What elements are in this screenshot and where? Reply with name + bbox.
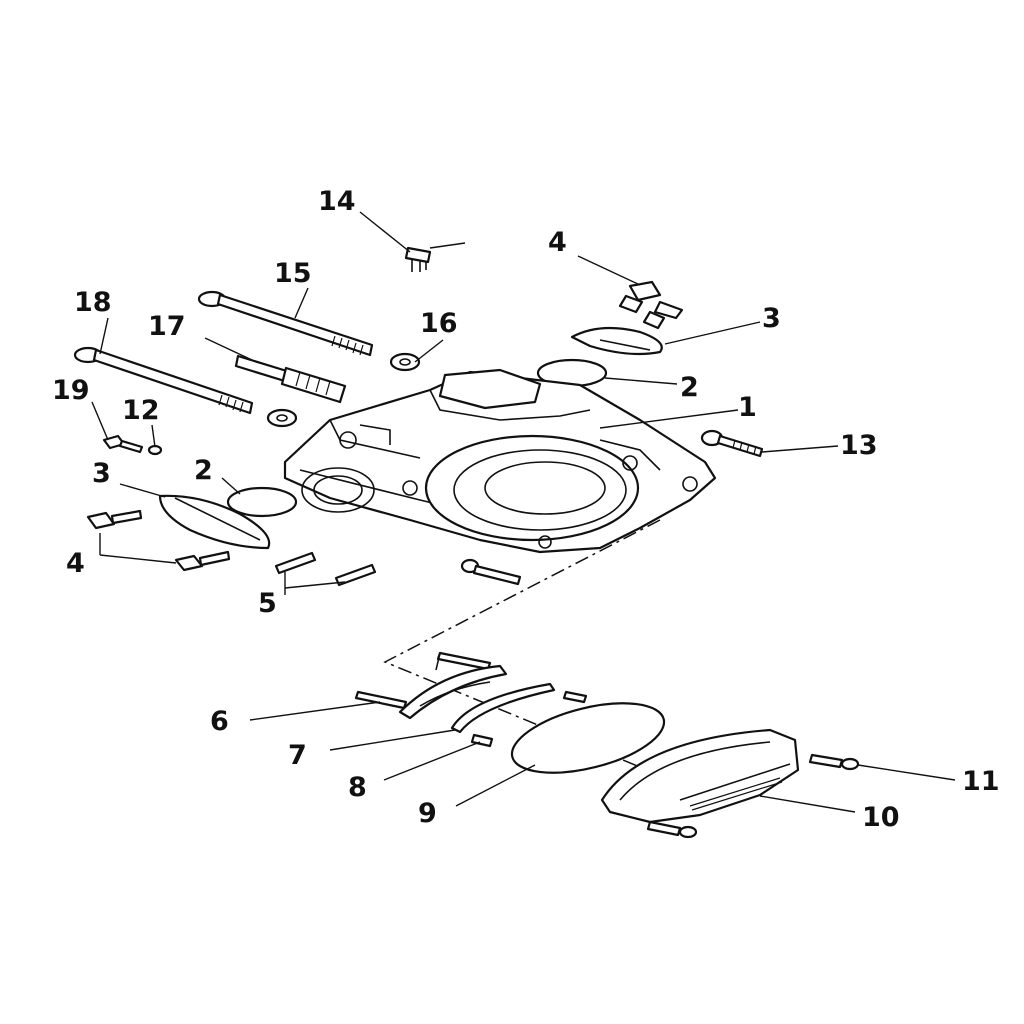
long-bolt-15 <box>197 290 374 357</box>
bolt-19 <box>102 434 144 454</box>
seal-ring-9 <box>510 702 666 774</box>
callout-7: 7 <box>288 740 307 771</box>
callout-13: 13 <box>840 430 878 461</box>
body-lower-bolt <box>460 558 522 586</box>
plate-7 <box>398 664 508 720</box>
callout-9: 9 <box>418 798 437 829</box>
callout-4-top: 4 <box>548 227 567 258</box>
callout-6: 6 <box>210 706 229 737</box>
callout-15: 15 <box>274 258 312 289</box>
top-bolts-4 <box>618 280 684 330</box>
callout-4-left: 4 <box>66 548 85 579</box>
callout-labels: 14 4 15 18 17 16 3 2 1 19 12 13 3 2 4 5 … <box>52 186 1000 833</box>
leader-lines <box>91 211 956 813</box>
callout-19: 19 <box>52 375 90 406</box>
top-cover-3 <box>570 326 663 356</box>
washer-lower <box>266 408 298 428</box>
callout-3-top: 3 <box>762 303 781 334</box>
callout-12: 12 <box>122 395 160 426</box>
o-ring-2-left <box>226 486 298 518</box>
left-cover-3 <box>158 494 271 550</box>
cover-10 <box>600 728 800 824</box>
bolt-13 <box>700 429 764 458</box>
washer-16 <box>389 352 421 372</box>
clip-7 <box>450 682 556 734</box>
left-bolts-4 <box>86 509 231 572</box>
callout-1: 1 <box>738 392 757 423</box>
studs-5 <box>274 551 377 587</box>
callout-17: 17 <box>148 311 186 342</box>
callout-18: 18 <box>74 287 112 318</box>
callout-5: 5 <box>258 588 277 619</box>
callout-8: 8 <box>348 772 367 803</box>
callout-16: 16 <box>420 308 458 339</box>
callout-2-top: 2 <box>680 372 699 403</box>
callout-3-left: 3 <box>92 458 111 489</box>
throttle-body-1 <box>283 368 717 554</box>
callout-2-left: 2 <box>194 455 213 486</box>
screw-11 <box>646 753 860 839</box>
spark-plug-17 <box>234 354 347 404</box>
callout-10: 10 <box>862 802 900 833</box>
callout-11: 11 <box>962 766 1000 797</box>
callout-14: 14 <box>318 186 356 217</box>
washer-12 <box>147 444 163 456</box>
screw-8 <box>470 690 588 748</box>
sensor-14 <box>404 242 466 272</box>
long-bolt-18 <box>73 346 254 415</box>
